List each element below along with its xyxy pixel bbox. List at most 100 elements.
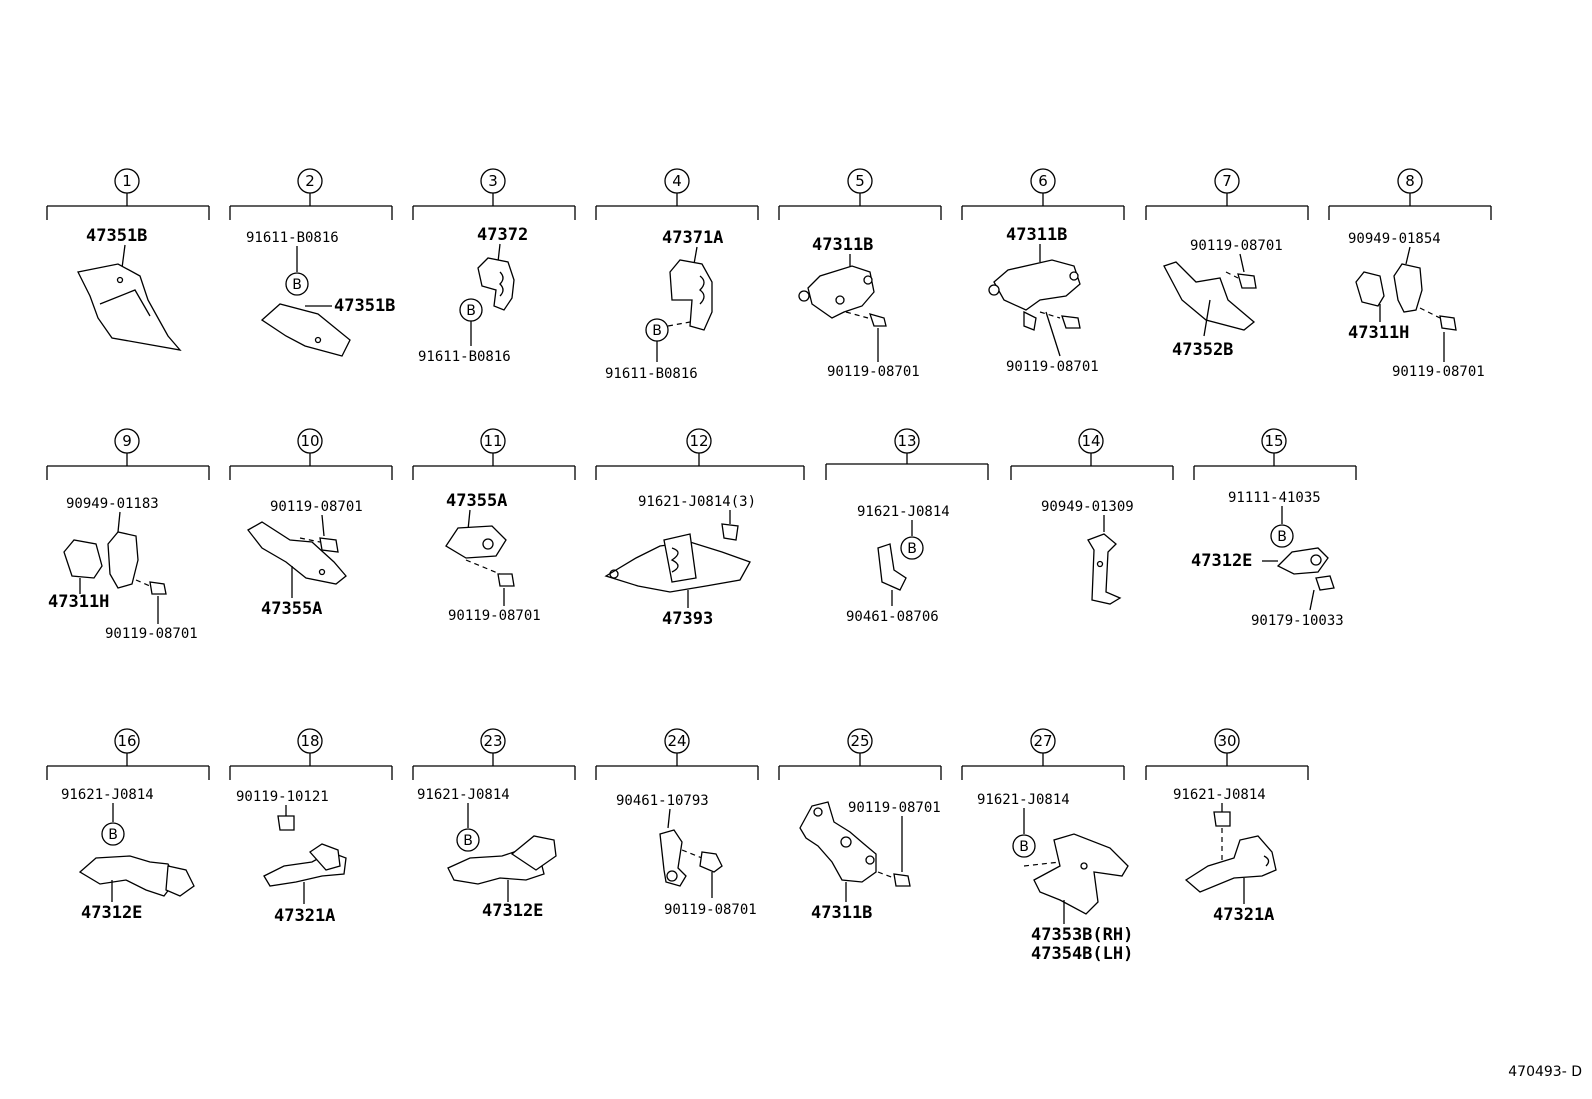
part-label: 47393 [662, 609, 713, 629]
svg-text:7: 7 [1222, 172, 1232, 190]
part-label: 91621-J0814 [977, 792, 1070, 808]
svg-text:B: B [652, 323, 662, 339]
part-label: 91621-J0814 [857, 504, 950, 520]
svg-text:B: B [463, 833, 473, 849]
part-label: 47311B [812, 235, 873, 255]
svg-text:6: 6 [1038, 172, 1048, 190]
bolt-part [277, 815, 295, 831]
bolt-part [1213, 811, 1231, 827]
part-label: 91621-J0814 [417, 787, 510, 803]
group-number: 3 [488, 172, 498, 190]
part-label: 90461-10793 [616, 793, 709, 809]
group-7: 7 90119-08701 47352B [1145, 168, 1309, 360]
badge-b [285, 272, 309, 296]
part-label: 90119-08701 [448, 608, 541, 624]
part-label: 90119-08701 [827, 364, 920, 380]
valve-part [993, 259, 1081, 311]
bracket-part [1163, 261, 1256, 331]
grommet-part [63, 539, 103, 579]
part-label: 90119-08701 [664, 902, 757, 918]
clamp-part [107, 531, 139, 589]
svg-text:B: B [1277, 529, 1287, 545]
svg-text:B: B [907, 541, 917, 557]
bolt-part [868, 313, 887, 327]
bracket-part [77, 263, 182, 351]
bracket-part [445, 525, 507, 559]
clamp-part [877, 543, 907, 591]
part-label: 90949-01183 [66, 496, 159, 512]
group-12: 12 91621-J0814(3) 47393 [595, 428, 805, 629]
part-label: 47355A [261, 599, 322, 619]
svg-text:8: 8 [1405, 172, 1415, 190]
group-18: 18 90119-10121 47321A [229, 728, 393, 926]
svg-text:30: 30 [1217, 732, 1236, 750]
svg-text:12: 12 [689, 432, 708, 450]
group-3: 3 47372 B 91611-B0816 [412, 168, 576, 365]
plate-part [260, 303, 351, 357]
bolt-part [699, 851, 723, 873]
svg-text:24: 24 [667, 732, 686, 750]
svg-text:15: 15 [1264, 432, 1283, 450]
svg-text:14: 14 [1081, 432, 1100, 450]
group-23: 23 91621-J0814 B 47312E [412, 728, 576, 921]
bolt-part [1237, 273, 1257, 289]
part-label: 91611-B0816 [418, 349, 511, 365]
part-label: 90119-08701 [270, 499, 363, 515]
part-label: 90949-01854 [1348, 231, 1441, 247]
nut-part [1315, 575, 1335, 591]
part-label: 47351B [334, 296, 395, 316]
group-9: 9 90949-01183 47311H 90119-08701 [46, 428, 210, 642]
part-label: 90461-08706 [846, 609, 939, 625]
bracket-part [1033, 833, 1129, 915]
svg-text:27: 27 [1033, 732, 1052, 750]
svg-text:4: 4 [672, 172, 682, 190]
group-25: 25 90119-08701 47311B [778, 728, 942, 923]
bracket-part [78, 855, 177, 897]
group-15: 15 91111-41035 B 47312E 90179-10033 [1191, 428, 1357, 629]
part-label: 91611-B0816 [246, 230, 339, 246]
group-14: 14 90949-01309 [1010, 428, 1174, 605]
part-label: 47351B [86, 226, 147, 246]
badge-letter: B [292, 277, 302, 293]
group-number: 1 [122, 172, 132, 190]
part-label: 47312E [1191, 551, 1252, 571]
svg-text:23: 23 [483, 732, 502, 750]
part-label: 90119-10121 [236, 789, 329, 805]
part-label: 90119-08701 [1190, 238, 1283, 254]
part-label: 47371A [662, 228, 723, 248]
valve-part [807, 265, 875, 319]
bracket-part [1184, 835, 1277, 893]
group-2: 2 91611-B0816 B 47351B [229, 168, 395, 357]
svg-text:10: 10 [300, 432, 319, 450]
svg-text:B: B [108, 827, 118, 843]
group-10: 10 90119-08701 47355A [229, 428, 393, 619]
group-5: 5 47311B 90119-08701 [778, 168, 942, 380]
grommet-part [1355, 271, 1385, 307]
part-label: 90119-08701 [1006, 359, 1099, 375]
svg-text:18: 18 [300, 732, 319, 750]
group-bracket [46, 193, 210, 220]
reference-code: 470493- D [1508, 1064, 1582, 1080]
group-11: 11 47355A 90119-08701 [412, 428, 576, 624]
part-label: 91111-41035 [1228, 490, 1321, 506]
clamp-part [477, 257, 515, 311]
part-label: 47355A [446, 491, 507, 511]
part-label: 47321A [1213, 905, 1274, 925]
clamp-part [659, 829, 687, 887]
part-label: 47312E [81, 903, 142, 923]
svg-text:B: B [1019, 839, 1029, 855]
svg-text:B: B [466, 303, 476, 319]
part-label: 47352B [1172, 340, 1233, 360]
part-label: 91621-J0814(3) [638, 494, 756, 510]
part-label: 47312E [482, 901, 543, 921]
part-label: 47353B(RH) [1031, 925, 1133, 945]
group-4: 4 47371A B 91611-B0816 [595, 168, 759, 382]
part-label: 90119-08701 [848, 800, 941, 816]
part-label: 47372 [477, 225, 528, 245]
part-label: 91621-J0814 [61, 787, 154, 803]
svg-text:13: 13 [897, 432, 916, 450]
svg-text:9: 9 [122, 432, 132, 450]
group-24: 24 90461-10793 90119-08701 [595, 728, 759, 918]
